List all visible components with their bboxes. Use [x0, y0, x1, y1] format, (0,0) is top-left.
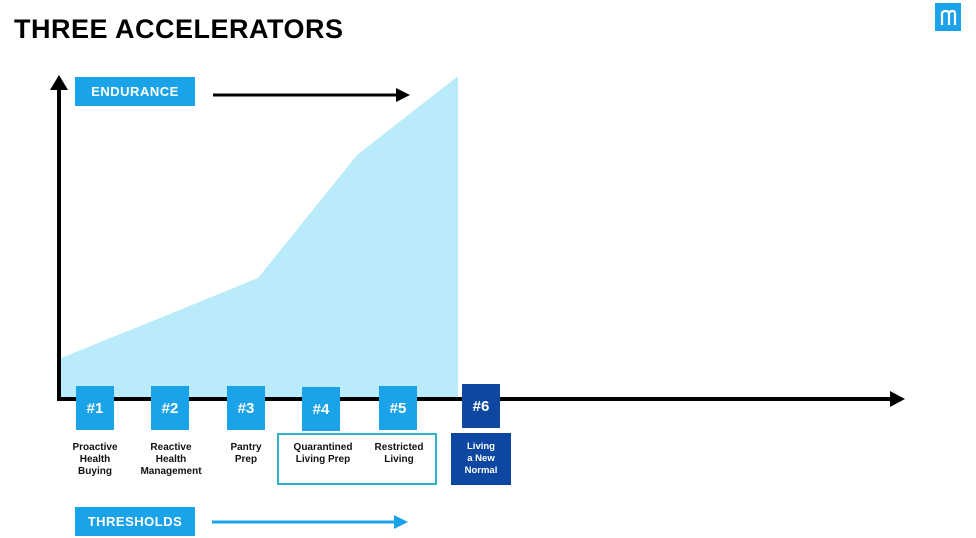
y-axis-arrowhead: [50, 75, 68, 90]
threshold-label-1: Proactive Health Buying: [72, 442, 118, 477]
threshold-badge-5: #5: [379, 386, 417, 430]
threshold-label-6: Living a New Normal: [451, 433, 511, 485]
thresholds-arrowhead: [394, 515, 408, 529]
endurance-area: [61, 76, 458, 398]
threshold-label-4: Quarantined Living Prep: [293, 442, 353, 465]
n-logo-icon: [935, 3, 961, 31]
threshold-badge-6: #6: [462, 384, 500, 428]
threshold-badge-2: #2: [151, 386, 189, 430]
x-axis-arrowhead: [890, 391, 905, 407]
threshold-label-2: Reactive Health Management: [140, 442, 202, 477]
thresholds-tag: THRESHOLDS: [75, 507, 195, 536]
threshold-label-5: Restricted Living: [374, 442, 424, 465]
threshold-badge-1: #1: [76, 386, 114, 430]
quarantine-group-box: [277, 433, 437, 485]
endurance-arrowhead: [396, 88, 410, 102]
threshold-badge-3: #3: [227, 386, 265, 430]
page-title: THREE ACCELERATORS: [14, 14, 344, 44]
endurance-tag: ENDURANCE: [75, 77, 195, 106]
threshold-label-3: Pantry Prep: [230, 442, 262, 465]
threshold-badge-4: #4: [302, 387, 340, 431]
